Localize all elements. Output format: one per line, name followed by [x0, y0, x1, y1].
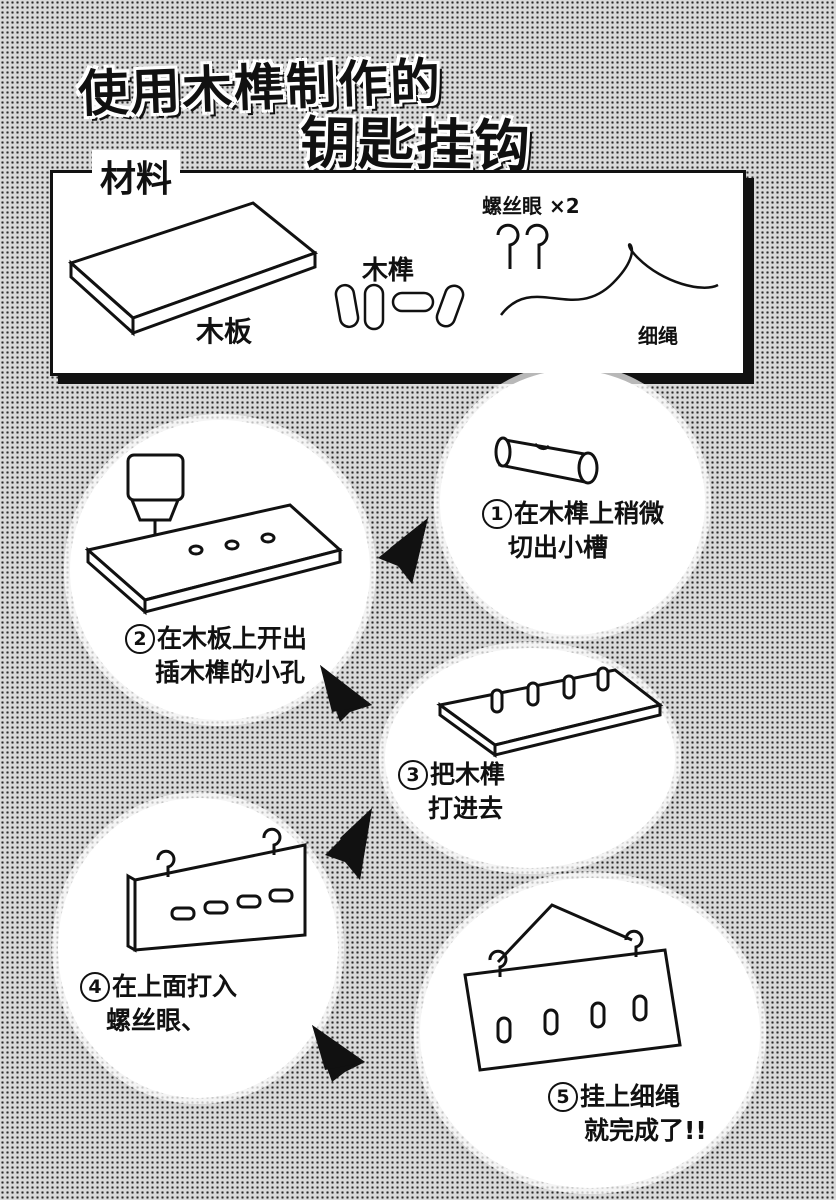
step4-number: 4	[80, 972, 110, 1002]
step3-number: 3	[398, 760, 428, 790]
step5-line2: 就完成了!!	[584, 1116, 707, 1145]
step1-circle	[440, 370, 705, 635]
step2-line1: 在木板上开出	[157, 624, 308, 653]
step2-drill	[126, 453, 185, 548]
step3-line2: 打进去	[428, 794, 504, 823]
step2-line2: 插木榫的小孔	[155, 658, 306, 687]
step4-board	[126, 827, 307, 953]
step5-number: 5	[548, 1082, 578, 1112]
step1-line1: 在木榫上稍微	[514, 499, 665, 528]
materials-label: 材料	[92, 150, 181, 202]
arrow-4	[312, 1025, 365, 1082]
step2-board	[84, 503, 344, 616]
arrow-3	[325, 808, 372, 880]
step1-number: 1	[482, 499, 512, 529]
step5-line1: 挂上细绳	[580, 1082, 681, 1111]
step4-line2: 螺丝眼、	[106, 1006, 207, 1035]
dowel-label: 木榫	[362, 256, 415, 286]
dowel-illustration	[334, 283, 465, 331]
screw-eye-illustration	[496, 223, 549, 269]
step1-line2: 切出小槽	[508, 533, 609, 562]
arrow-2	[320, 665, 372, 722]
arrow-1	[378, 518, 428, 584]
materials-illustration	[68, 201, 719, 337]
board-label: 木板	[196, 315, 253, 348]
screw-eye-label: 螺丝眼 ×2	[482, 194, 580, 218]
string-illustration	[500, 243, 719, 316]
board-illustration	[68, 201, 319, 337]
step1-dowel	[494, 436, 599, 485]
step2-number: 2	[125, 624, 155, 654]
materials-panel	[50, 170, 746, 376]
step3-line1: 把木榫	[430, 760, 506, 789]
step3-board	[436, 666, 664, 758]
step4-line1: 在上面打入	[112, 972, 238, 1001]
string-label: 细绳	[638, 324, 678, 348]
step5-hanging-board	[463, 903, 682, 1072]
